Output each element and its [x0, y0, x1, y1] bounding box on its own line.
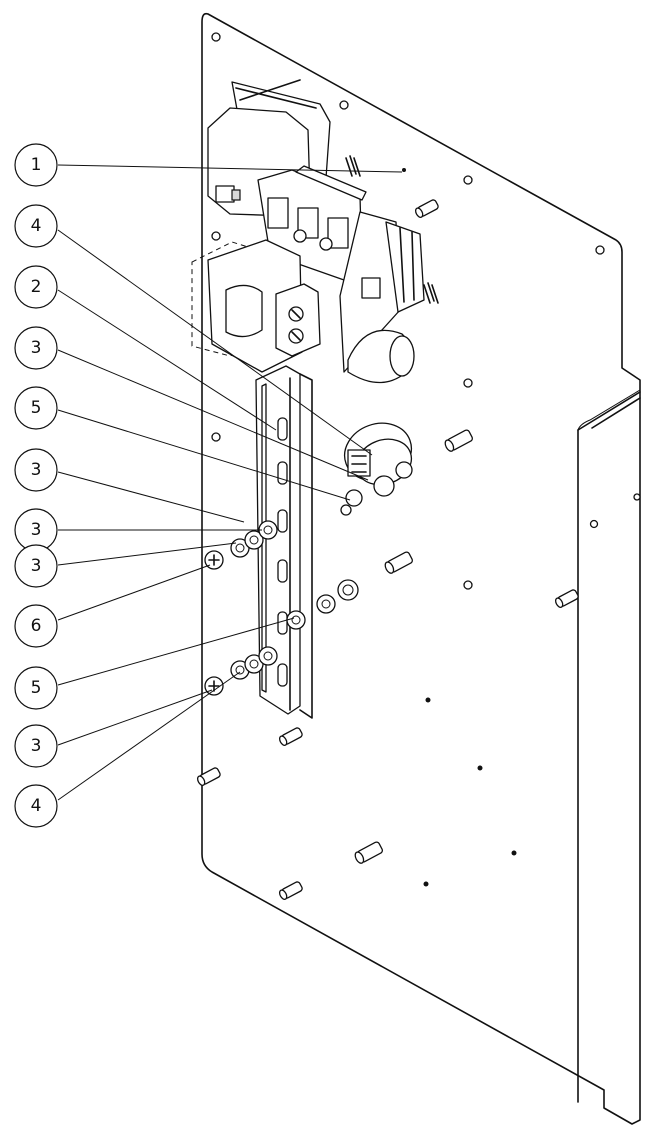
callout-label: 5 [31, 678, 42, 698]
callout-label: 4 [31, 216, 42, 236]
callout-label: 3 [31, 338, 42, 358]
callout-label: 3 [31, 460, 42, 480]
din-rail [255, 365, 313, 719]
standoffs [196, 199, 579, 900]
callout-balloon: 5 [14, 386, 58, 430]
callout-balloon: 6 [14, 604, 58, 648]
callout-balloon: 3 [14, 448, 58, 492]
callout-balloon: 4 [14, 784, 58, 828]
callout-balloon: 5 [14, 666, 58, 710]
callout-balloon: 2 [14, 265, 58, 309]
callout-balloon: 3 [14, 724, 58, 768]
callout-balloon: 3 [14, 326, 58, 370]
callout-label: 1 [31, 155, 42, 175]
callout-label: 4 [31, 796, 42, 816]
callout-label: 3 [31, 556, 42, 576]
callout-label: 6 [31, 616, 42, 636]
callout-balloon: 4 [14, 204, 58, 248]
callout-balloon: 3 [14, 544, 58, 588]
callout-balloon: 1 [14, 143, 58, 187]
callout-label: 3 [31, 520, 42, 540]
springs [345, 155, 439, 304]
callout-label: 3 [31, 736, 42, 756]
callout-label: 2 [31, 277, 42, 297]
callout-label: 5 [31, 398, 42, 418]
rail-slots [277, 417, 288, 687]
contactor-assembly [191, 165, 425, 384]
lower-fasteners [204, 579, 359, 696]
callout-balloons: 1 4 2 3 5 3 3 3 6 5 3 4 [14, 143, 58, 828]
leader-lines [57, 164, 403, 801]
plate-holes [211, 32, 641, 887]
connector-socket [340, 422, 413, 516]
mounting-plate [196, 12, 641, 1125]
